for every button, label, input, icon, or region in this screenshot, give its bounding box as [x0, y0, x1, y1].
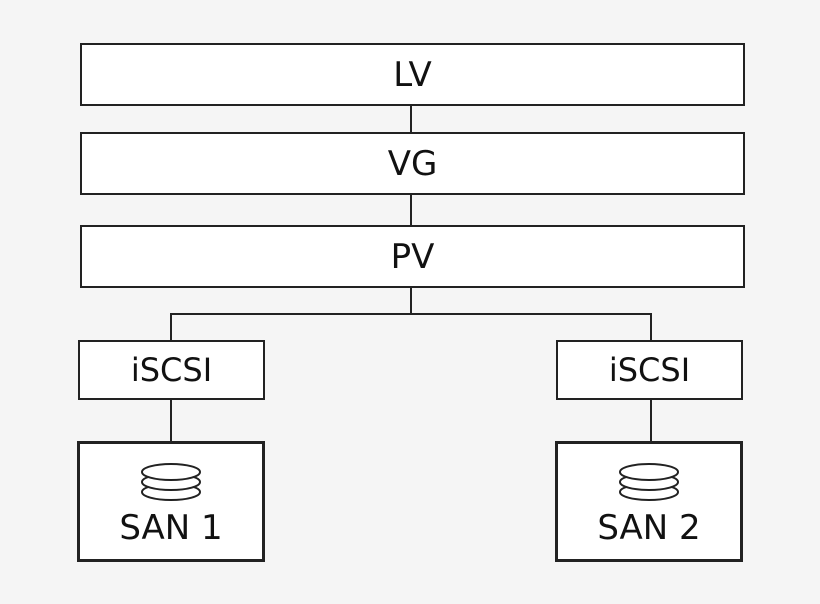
disk-stack-icon — [141, 463, 201, 501]
lv-label: LV — [393, 54, 432, 95]
san-2-label: SAN 2 — [597, 508, 701, 548]
iscsi-left-label: iSCSI — [130, 351, 213, 389]
connector-right-iscsi-san — [650, 399, 652, 442]
san-1-label: SAN 1 — [119, 508, 223, 548]
connector-left-iscsi-san — [170, 399, 172, 442]
connector-pv-down — [410, 287, 412, 315]
iscsi-right-box: iSCSI — [556, 340, 743, 400]
pv-label: PV — [390, 236, 435, 277]
san-2-box: SAN 2 — [555, 441, 743, 562]
connector-vg-pv — [410, 194, 412, 226]
connector-lv-vg — [410, 105, 412, 133]
connector-horizontal — [170, 313, 652, 315]
lv-box: LV — [80, 43, 745, 106]
connector-to-right-iscsi — [650, 313, 652, 341]
vg-box: VG — [80, 132, 745, 195]
vg-label: VG — [387, 143, 438, 184]
san-1-box: SAN 1 — [77, 441, 265, 562]
pv-box: PV — [80, 225, 745, 288]
disk-stack-icon — [619, 463, 679, 501]
iscsi-right-label: iSCSI — [608, 351, 691, 389]
iscsi-left-box: iSCSI — [78, 340, 265, 400]
connector-to-left-iscsi — [170, 313, 172, 341]
